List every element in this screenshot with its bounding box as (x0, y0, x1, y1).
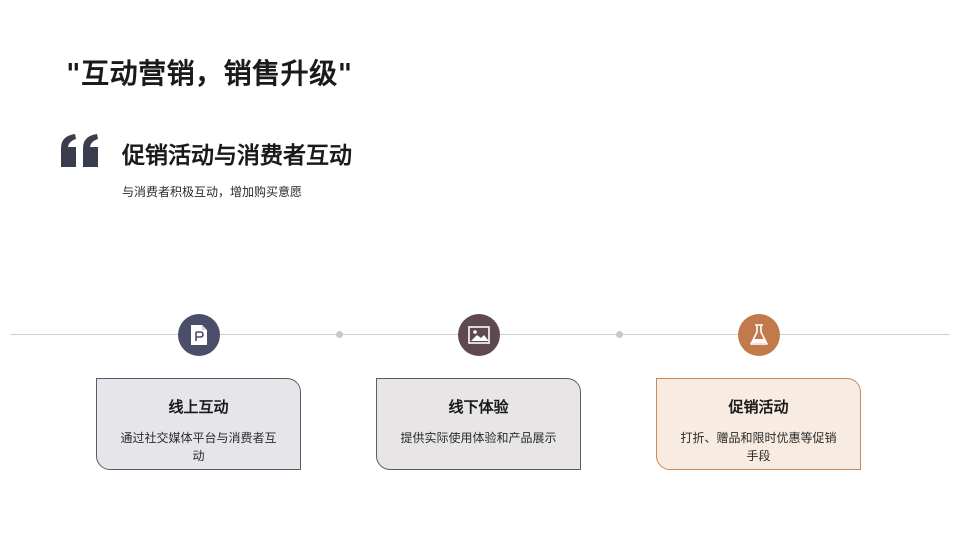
timeline-node-online (178, 314, 220, 356)
quote-heading: 促销活动与消费者互动 (122, 143, 352, 169)
document-p-icon (191, 325, 207, 345)
card-offline-experience: 线下体验 提供实际使用体验和产品展示 (376, 378, 581, 470)
card-title: 线下体验 (448, 398, 509, 416)
quote-subtitle: 与消费者积极互动，增加购买意愿 (122, 185, 303, 199)
timeline-node-offline (458, 314, 500, 356)
card-online-interaction: 线上互动 通过社交媒体平台与消费者互动 (96, 378, 301, 470)
card-title: 线上互动 (168, 398, 229, 416)
card-description: 打折、赠品和限时优惠等促销手段 (680, 431, 837, 463)
quote-mark-icon (61, 134, 98, 167)
slide-title: "互动营销，销售升级" (66, 57, 353, 90)
image-icon (468, 326, 490, 344)
card-title: 促销活动 (728, 398, 789, 416)
timeline-node-promotion (738, 314, 780, 356)
flask-icon (750, 324, 768, 345)
card-description: 提供实际使用体验和产品展示 (400, 431, 557, 445)
card-description: 通过社交媒体平台与消费者互动 (120, 431, 277, 463)
card-promotion: 促销活动 打折、赠品和限时优惠等促销手段 (656, 378, 861, 470)
timeline-dot (336, 331, 343, 338)
timeline-dot (616, 331, 623, 338)
